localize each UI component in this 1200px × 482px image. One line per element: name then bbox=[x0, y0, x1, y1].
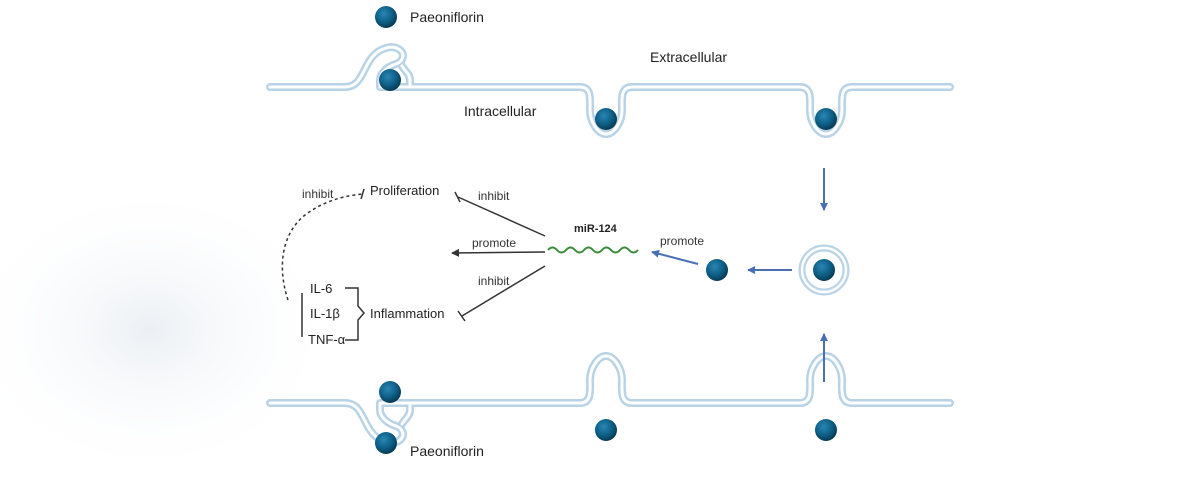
cytokine-tnfa: TNF-α bbox=[308, 332, 346, 347]
dashed-inhibit-bar bbox=[360, 188, 365, 200]
dashed-inhibit-curve bbox=[281, 193, 363, 301]
promote-left-label: promote bbox=[472, 236, 516, 250]
promote-right-label: promote bbox=[660, 234, 704, 248]
mirna-label: miR-124 bbox=[574, 223, 618, 235]
cytokine-brace bbox=[345, 287, 365, 341]
inflammation-label: Inflammation bbox=[370, 306, 444, 321]
proliferation-label: Proliferation bbox=[370, 183, 439, 198]
cytokine-il6: IL-6 bbox=[310, 281, 332, 296]
arrow-molecule-to-mirna bbox=[651, 249, 699, 265]
inhibit-proliferation-bar bbox=[454, 191, 461, 203]
molecule-top-free bbox=[375, 6, 397, 28]
paeoniflorin-top-label: Paeoniflorin bbox=[410, 9, 484, 25]
molecule-top-vesicle-2 bbox=[815, 108, 837, 130]
intracellular-label: Intracellular bbox=[464, 103, 537, 119]
top-membrane bbox=[266, 43, 954, 138]
extracellular-label: Extracellular bbox=[650, 49, 727, 65]
molecule-released bbox=[706, 259, 728, 281]
inhibit-inflammation-line bbox=[461, 265, 546, 317]
molecule-bottom-vesicle-2 bbox=[815, 419, 837, 441]
inhibit-top-label: inhibit bbox=[478, 189, 510, 203]
paeoniflorin-bottom-label: Paeoniflorin bbox=[410, 443, 484, 459]
vesicle-middle bbox=[798, 244, 850, 296]
molecule-bottom-vesicle-1 bbox=[595, 419, 617, 441]
molecule-bottom-free bbox=[375, 432, 397, 454]
background-shadow bbox=[0, 180, 340, 480]
inhibit-proliferation-line bbox=[457, 196, 546, 237]
inhibit-left-label: inhibit bbox=[302, 187, 334, 201]
molecule-top-entering bbox=[379, 69, 401, 91]
mirna-wave bbox=[547, 246, 639, 254]
bottom-membrane bbox=[266, 352, 954, 447]
molecule-bottom-entering bbox=[379, 381, 401, 403]
pathway-lines bbox=[281, 188, 546, 341]
promote-line bbox=[451, 248, 546, 257]
inhibit-inflammation-bar bbox=[457, 310, 466, 322]
blue-arrows bbox=[651, 168, 828, 382]
cytokine-il1b: IL-1β bbox=[310, 306, 340, 321]
molecule-top-vesicle-1 bbox=[595, 108, 617, 130]
inhibit-bottom-label: inhibit bbox=[478, 274, 510, 288]
